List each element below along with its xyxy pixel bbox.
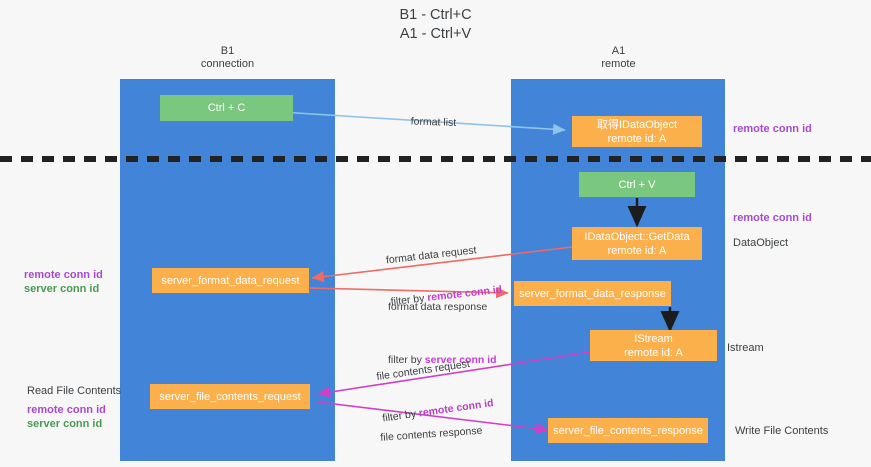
note-left-remote-conn-id-2: remote conn id bbox=[27, 404, 106, 416]
arrow-label-format-data-response: format data response filter by server co… bbox=[388, 272, 497, 395]
note-istream: Istream bbox=[727, 342, 764, 354]
phase-divider bbox=[0, 156, 871, 162]
page-title: B1 - Ctrl+C A1 - Ctrl+V bbox=[399, 7, 472, 42]
column-header-b1: B1 connection bbox=[200, 45, 255, 70]
arrow-label-format-list-line1: format list bbox=[410, 115, 457, 129]
box-get-idataobject[interactable]: 取得IDataObject remote id: A bbox=[572, 116, 702, 147]
box-ctrl-c[interactable]: Ctrl + C bbox=[160, 95, 293, 121]
box-server-file-contents-response[interactable]: server_file_contents_response bbox=[548, 418, 708, 443]
box-server-format-data-response[interactable]: server_format_data_response bbox=[514, 281, 671, 306]
note-left-server-conn-id-2: server conn id bbox=[27, 418, 103, 430]
arrow-label-file-contents-request-line1: file contents request bbox=[375, 357, 471, 383]
note-dataobject: DataObject bbox=[733, 237, 789, 249]
arrow-label-format-data-response-line1: format data response bbox=[388, 301, 488, 313]
column-header-a1: A1 remote bbox=[601, 45, 636, 70]
accent-server-conn-id: server conn id bbox=[424, 354, 497, 366]
note-remote-conn-id-mid: remote conn id bbox=[733, 212, 812, 224]
note-read-file-contents: Read File Contents bbox=[27, 385, 122, 397]
note-remote-conn-id-top: remote conn id bbox=[733, 123, 812, 135]
box-ctrl-v[interactable]: Ctrl + V bbox=[579, 172, 695, 197]
filter-by-text: filter by bbox=[388, 354, 425, 366]
note-write-file-contents: Write File Contents bbox=[735, 425, 829, 437]
box-server-format-data-request[interactable]: server_format_data_request bbox=[152, 268, 309, 293]
arrow-label-format-data-request-line1: format data request bbox=[385, 244, 478, 267]
arrow-label-file-contents-response-line1: file contents response bbox=[380, 424, 483, 444]
arrow-label-file-contents-response: file contents response filter by server … bbox=[378, 395, 495, 467]
arrow-label-format-list: format list bbox=[398, 100, 457, 144]
box-idataobject-getdata[interactable]: IDataObject::GetData remote id: A bbox=[572, 227, 702, 260]
note-left-server-conn-id: server conn id bbox=[24, 283, 100, 295]
arrow-label-format-data-response-line2: filter by server conn id bbox=[388, 353, 497, 367]
box-server-file-contents-request[interactable]: server_file_contents_request bbox=[150, 384, 310, 409]
box-istream[interactable]: IStream remote id: A bbox=[590, 330, 717, 361]
note-left-remote-conn-id: remote conn id bbox=[24, 269, 103, 281]
